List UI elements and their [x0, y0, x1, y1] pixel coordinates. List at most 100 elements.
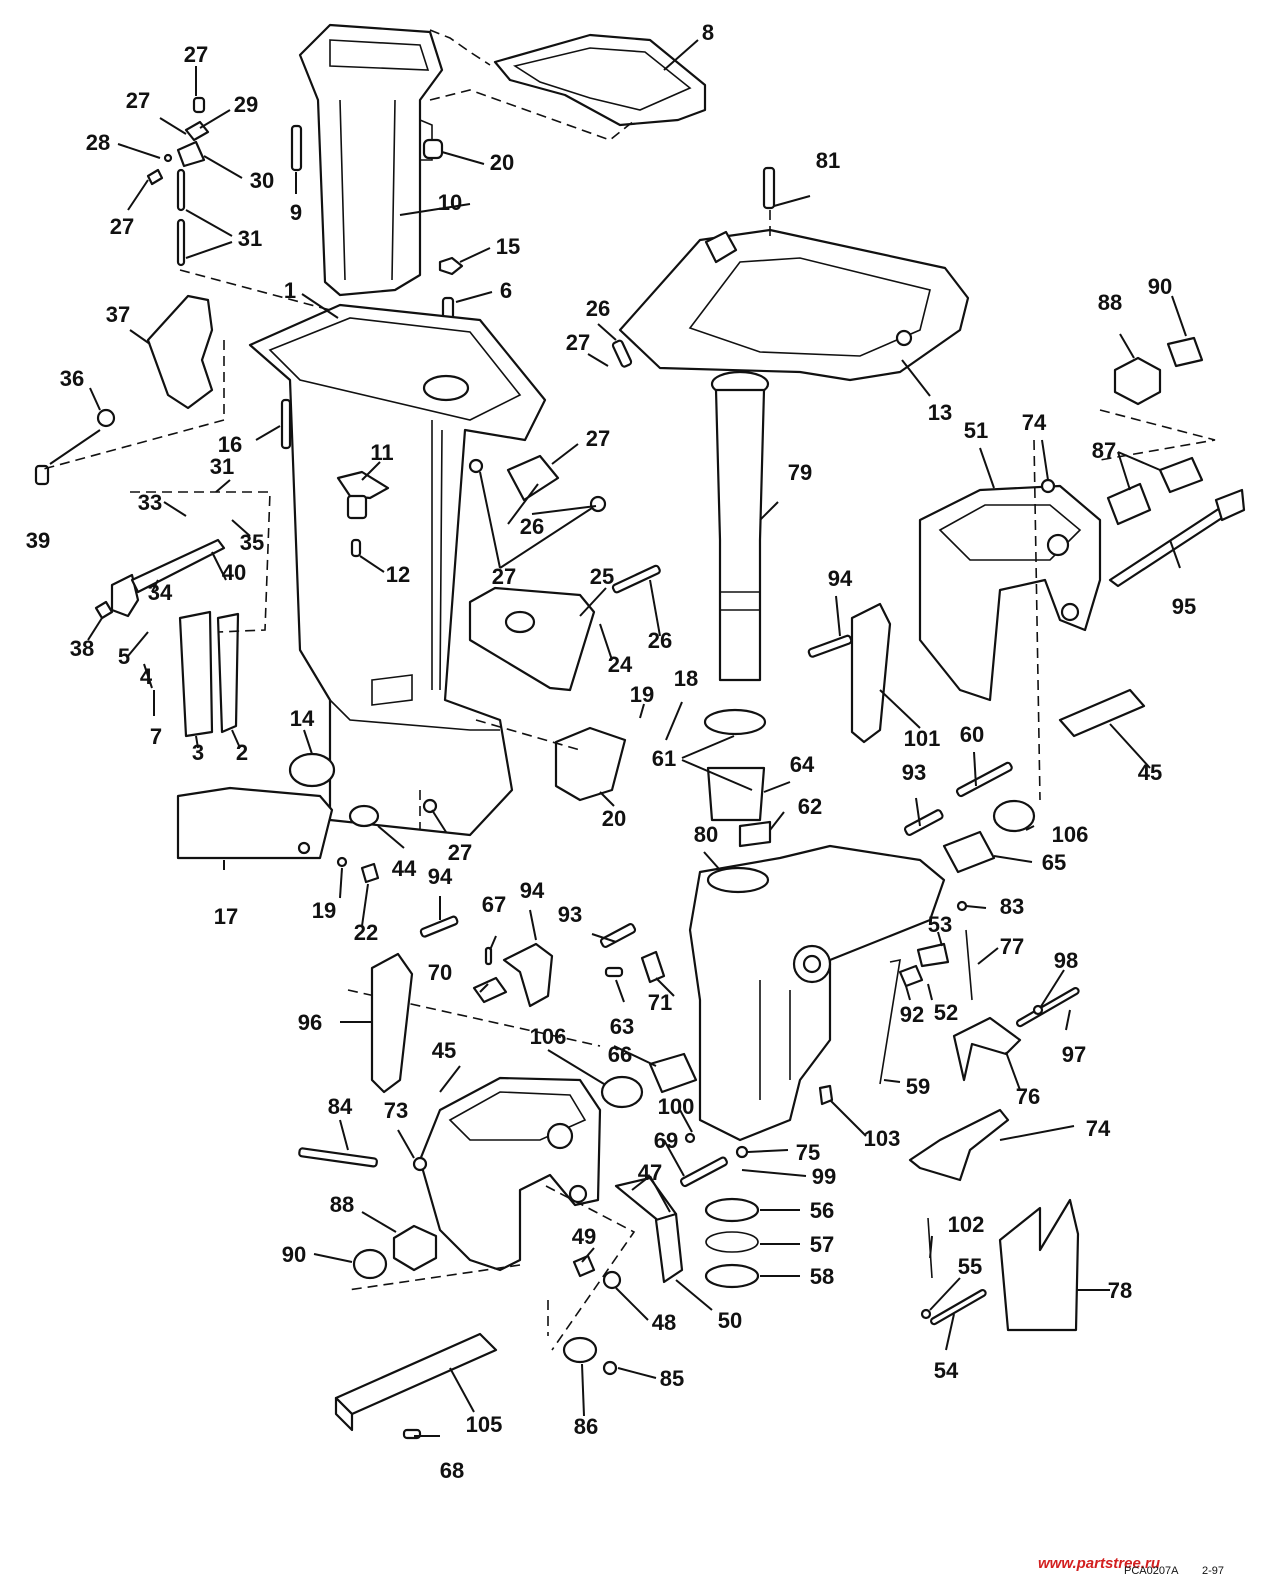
callout-71: 70: [428, 960, 452, 985]
callout-38: 34: [148, 580, 173, 605]
callout-99: 98: [1054, 948, 1078, 973]
callout-49: 47: [638, 1160, 662, 1185]
callout-18: 18: [674, 666, 698, 691]
plate-97-part: [370, 952, 414, 1094]
callout-72: 71: [648, 990, 672, 1015]
callout-90-upper: 90: [1148, 274, 1172, 299]
callout-102: 101: [904, 726, 941, 751]
callout-57: 55: [958, 1254, 982, 1279]
callout-15: 15: [496, 234, 520, 259]
bracket-76-part: [952, 1016, 1022, 1082]
washer-50-part: [602, 1270, 622, 1290]
callout-19-upper: 19: [630, 682, 654, 707]
pin-26-27-part: [611, 339, 633, 368]
nut-73-upper-part: [1040, 478, 1056, 494]
callout-41: 37: [106, 302, 130, 327]
watermark-text: www.partstree.ru: [1038, 1555, 1160, 1572]
callout-47: 44: [392, 856, 417, 881]
gasket-part: [493, 33, 707, 127]
callout-62: 60: [960, 722, 984, 747]
clamp-58-part: [704, 1197, 760, 1223]
pin-62-part: [955, 761, 1013, 798]
bolt-16-part: [280, 398, 292, 450]
callout-27-mid: 27: [492, 564, 516, 589]
callout-39: 35: [240, 530, 264, 555]
callout-84: 84: [328, 1094, 353, 1119]
grommet-3-part: [178, 610, 214, 738]
callout-29: 27: [110, 214, 134, 239]
cap-90-lower-part: [352, 1248, 388, 1280]
callout-44: 40: [222, 560, 246, 585]
callout-88-upper: 88: [1098, 290, 1122, 315]
callout-67-upper: 65: [1042, 850, 1066, 875]
callout-106-lower: 106: [530, 1024, 567, 1049]
bracket-41-part: [146, 294, 214, 410]
callout-94-lower: 94: [428, 864, 453, 889]
washer-63-part: [703, 708, 767, 736]
callout-76: 76: [1016, 1084, 1040, 1109]
callout-45: 45: [1138, 760, 1162, 785]
callout-95: 94: [520, 878, 545, 903]
callout-27-upper: 27: [566, 330, 590, 355]
nut-42-part: [94, 600, 114, 620]
callout-74: 74: [1086, 1116, 1111, 1141]
callout-67-lower: 66: [608, 1042, 632, 1067]
bushing-67-lower-part: [648, 1052, 698, 1094]
callout-85: 85: [660, 1366, 684, 1391]
callout-55: 53: [928, 912, 952, 937]
cover-17-part: [176, 786, 334, 860]
nut-15-part: [438, 256, 464, 276]
bolt-84-part: [298, 1147, 378, 1168]
callout-20: 20: [602, 806, 626, 831]
callout-65: 63: [610, 1014, 634, 1039]
nut-47-part: [348, 804, 380, 828]
lever-52-part: [654, 1212, 684, 1284]
drive-shaft-housing-part: [248, 303, 547, 837]
callout-4: 4: [140, 664, 153, 689]
bolt-81-part: [762, 166, 776, 210]
bracket-78-part: [998, 1198, 1080, 1332]
plate-24-part: [468, 586, 596, 692]
small-hardware-upper-left: [146, 96, 210, 267]
callout-58: 56: [810, 1198, 834, 1223]
callout-23: 24: [608, 652, 633, 677]
lever-38-part: [110, 538, 226, 618]
pin-57-part: [920, 1308, 932, 1320]
part-20-drawing: [554, 726, 627, 802]
callout-12: 12: [386, 562, 410, 587]
screw-51-part: [572, 1254, 596, 1278]
callout-51: 49: [572, 1224, 596, 1249]
callout-32: 28: [86, 130, 110, 155]
callout-42: 38: [70, 636, 94, 661]
callout-83: 83: [1000, 894, 1024, 919]
callout-61: 59: [906, 1074, 930, 1099]
callout-80: 80: [694, 822, 718, 847]
figure-reference: PCA0207A: [1124, 1565, 1179, 1577]
plug-21-part: [422, 138, 444, 160]
callout-70: 69: [654, 1128, 678, 1153]
callout-90-lower: 90: [282, 1242, 306, 1267]
plate-102-part: [850, 602, 892, 744]
revision-code: 2-97: [1202, 1565, 1224, 1577]
leader-lines: [39, 39, 1187, 1437]
mount-11-part: [336, 470, 390, 558]
screw-43-part: [34, 464, 50, 486]
bushing-67-upper-part: [942, 830, 996, 874]
callout-87: 87: [1092, 438, 1116, 463]
callout-105: 105: [466, 1412, 503, 1437]
cap-90-upper-part: [1166, 336, 1204, 368]
callout-54: 52: [934, 1000, 958, 1025]
callout-1: 1: [284, 278, 296, 303]
callout-14: 14: [290, 706, 315, 731]
callout-106-upper: 106: [1052, 822, 1089, 847]
callout-100: 99: [812, 1164, 836, 1189]
callout-103: 102: [948, 1212, 985, 1237]
callout-88-lower: 88: [330, 1192, 354, 1217]
callout-86: 86: [574, 1414, 598, 1439]
callout-17: 17: [214, 904, 238, 929]
callout-8: 8: [702, 20, 714, 45]
callout-48: 45: [432, 1038, 456, 1063]
part-drawings: [34, 23, 1246, 1440]
callout-9: 9: [290, 200, 302, 225]
